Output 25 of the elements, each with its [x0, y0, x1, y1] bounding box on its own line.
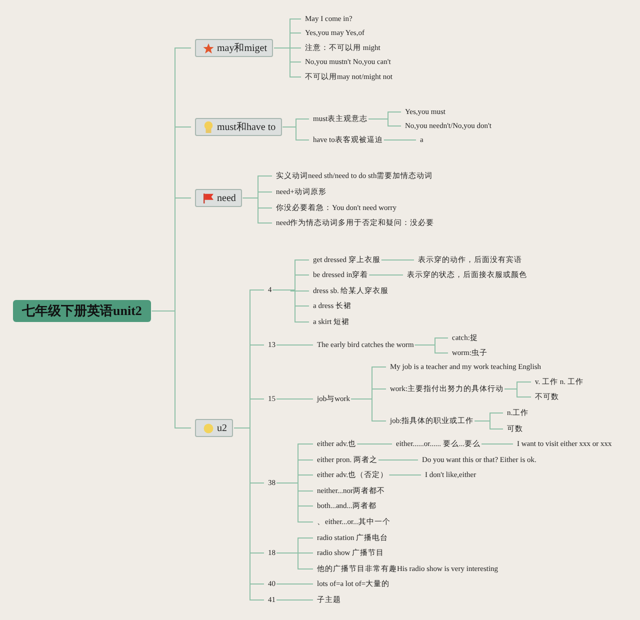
- connector: [414, 344, 448, 354]
- connector: [504, 388, 532, 398]
- connector: [368, 118, 402, 126]
- connector: [388, 474, 422, 476]
- topic-label: 七年级下册英语unit2: [22, 302, 142, 320]
- connector: [276, 344, 314, 346]
- connector: [151, 310, 192, 428]
- topic-box: [195, 189, 242, 207]
- connector: [350, 398, 386, 422]
- topic-label: must和have to: [217, 120, 276, 134]
- connector: [276, 552, 314, 570]
- topic-label: need: [217, 192, 236, 204]
- connector: [368, 274, 404, 276]
- connector: [282, 126, 310, 140]
- connector: [276, 482, 314, 522]
- central-topic-box: [13, 300, 151, 322]
- topic-label: u2: [217, 422, 227, 434]
- connector: [474, 420, 504, 430]
- connector: [274, 48, 302, 78]
- topic-label: may和miget: [217, 42, 267, 55]
- topic-box: [195, 419, 233, 437]
- topic-box: [195, 39, 273, 57]
- topic-box: [195, 118, 282, 136]
- connector: [242, 198, 272, 224]
- connector: [276, 398, 314, 400]
